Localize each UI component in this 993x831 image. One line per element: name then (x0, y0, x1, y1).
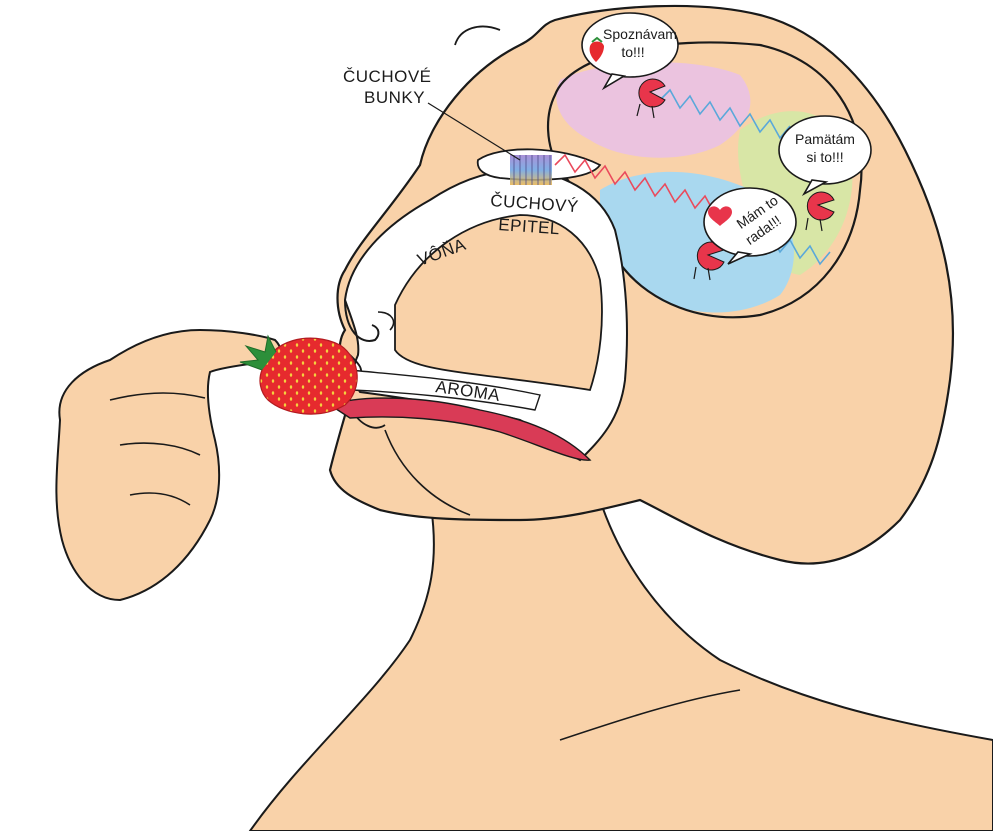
label-olfactory-cells-line2: BUNKY (364, 88, 425, 107)
body-silhouette (250, 500, 993, 831)
bubble-recognize-line2: to!!! (621, 44, 644, 60)
bubble-recognize-line1: Spoznávam (603, 26, 677, 42)
hair-bump (455, 26, 500, 45)
label-olfactory-cells-line1: ČUCHOVÉ (343, 67, 432, 86)
bubble-remember-line1: Pamätám (795, 131, 855, 147)
olfactory-cells (510, 155, 552, 185)
hand (56, 330, 280, 600)
bubble-remember-line2: si to!!! (806, 149, 843, 165)
